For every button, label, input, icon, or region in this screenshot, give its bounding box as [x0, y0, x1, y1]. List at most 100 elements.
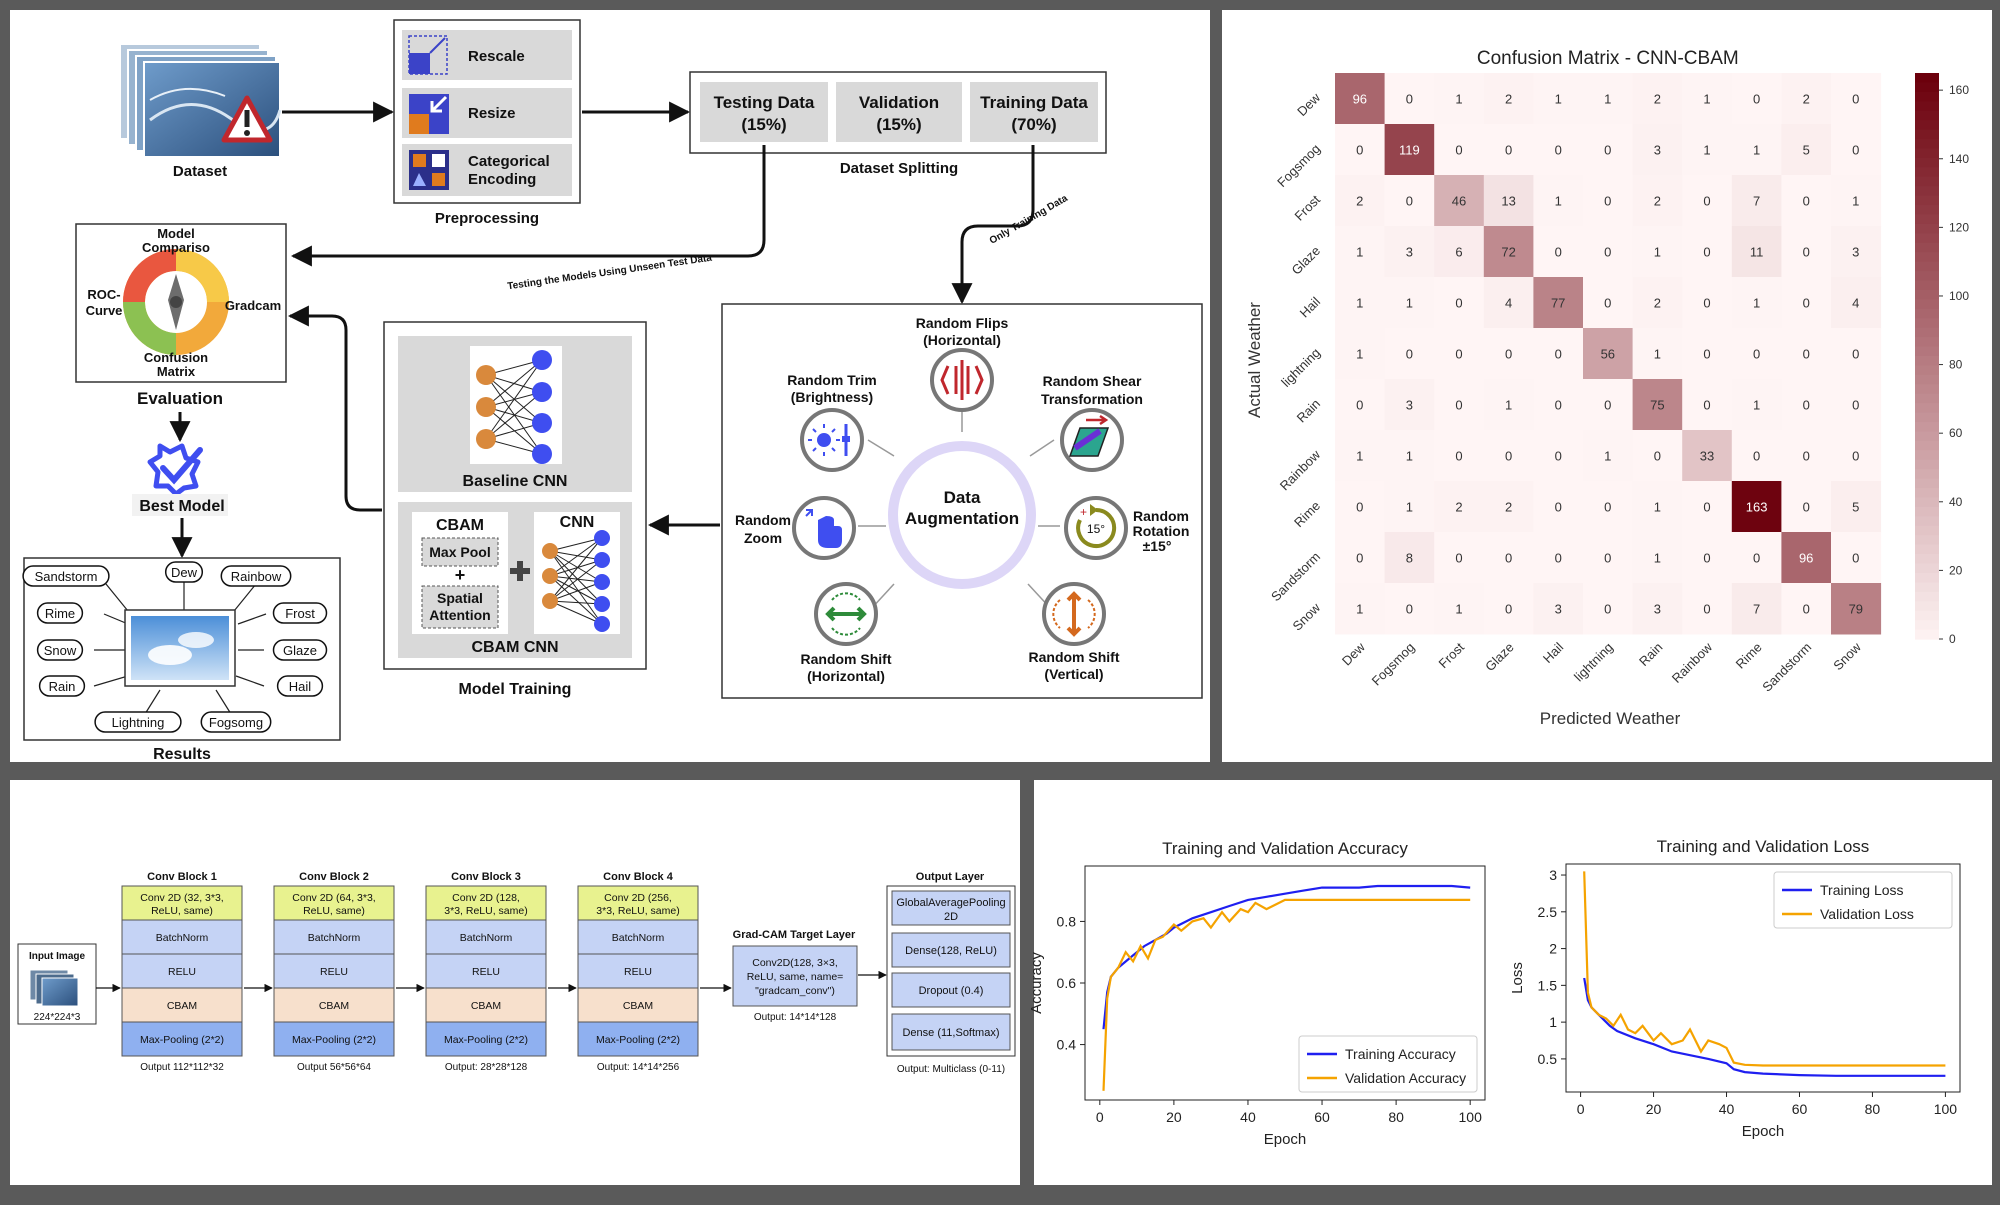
maxpool-label: Max-Pooling (2*2) [140, 1034, 224, 1046]
cm-cell-value: 0 [1703, 551, 1710, 566]
cm-title: Confusion Matrix - CNN-CBAM [1477, 48, 1739, 69]
cm-cell [1682, 430, 1733, 482]
y-tick-label: 3 [1549, 867, 1557, 883]
nn-output-node [532, 444, 552, 464]
y-tick-label: 0.6 [1057, 975, 1077, 991]
cm-cell [1682, 583, 1733, 635]
batchnorm-label: BatchNorm [308, 932, 361, 944]
cbam-layer-label: CBAM [167, 1000, 197, 1012]
gradcam-title: Grad-CAM Target Layer [733, 929, 856, 941]
cm-colorbar-step [1915, 591, 1939, 602]
categorical-label: Categorical [468, 153, 550, 170]
eval-roc-2: Curve [86, 303, 123, 318]
cm-cell-value: 0 [1406, 602, 1413, 617]
cm-cell [1335, 277, 1386, 329]
rotation-label-3: ±15° [1143, 538, 1172, 554]
cm-cell [1384, 481, 1435, 533]
spatial-attention-box [421, 585, 499, 629]
augmentation-center-2: Augmentation [905, 509, 1019, 528]
cm-cell-value: 0 [1753, 551, 1760, 566]
result-class-pill [164, 561, 204, 583]
x-tick-label: 40 [1240, 1109, 1256, 1125]
cm-cell [1583, 124, 1634, 176]
cm-colorbar-step [1915, 299, 1939, 310]
cm-cell-value: 0 [1455, 143, 1462, 158]
cm-cell-value: 0 [1604, 602, 1611, 617]
rotation-label-2: Rotation [1133, 523, 1190, 539]
cm-cell-value: 0 [1356, 398, 1363, 413]
relu-label: RELU [320, 966, 348, 978]
result-class-label: Hail [289, 679, 312, 694]
cm-cell-value: 0 [1803, 296, 1810, 311]
conv-layer-label: Conv 2D (32, 3*3, [140, 892, 223, 904]
cm-cell-value: 1 [1654, 347, 1661, 362]
cm-cell-value: 1 [1753, 398, 1760, 413]
cm-cell [1335, 226, 1386, 278]
cm-cell-value: 0 [1803, 347, 1810, 362]
cm-cell [1533, 124, 1584, 176]
cm-cell [1781, 379, 1832, 431]
cm-cell [1583, 532, 1634, 584]
cm-cell-value: 0 [1455, 449, 1462, 464]
split-training-name: Training Data [980, 93, 1088, 112]
cm-cell [1384, 430, 1435, 482]
cm-cell [1632, 124, 1683, 176]
gradcam-line-3: "gradcam_conv") [755, 985, 835, 997]
best-model-box [132, 494, 228, 516]
spatial-label-1: Spatial [437, 590, 483, 606]
cm-colorbar-step [1915, 620, 1939, 631]
conv-block-title: Conv Block 2 [299, 871, 369, 883]
cm-cell [1831, 226, 1882, 278]
cbam-plus: + [455, 565, 466, 585]
result-class-label: Fogsomg [209, 715, 263, 730]
encoding-label: Encoding [468, 171, 536, 188]
cm-cell-value: 1 [1555, 92, 1562, 107]
cm-cell [1434, 430, 1485, 482]
cm-cell-value: 0 [1753, 449, 1760, 464]
result-class-label: Lightning [112, 715, 165, 730]
cm-cell-value: 2 [1356, 194, 1363, 209]
output-layer-title: Output Layer [916, 871, 985, 883]
cm-cell-value: 8 [1406, 551, 1413, 566]
cm-cell-value: 0 [1703, 194, 1710, 209]
conv-block-layer [273, 987, 395, 1023]
cm-cell [1533, 379, 1584, 431]
cm-cell-value: 13 [1501, 194, 1515, 209]
splitting-title: Dataset Splitting [840, 160, 958, 177]
line-chart-title: Training and Validation Loss [1657, 837, 1870, 856]
conv-block-layer [121, 885, 243, 921]
cm-colorbar-step [1915, 82, 1939, 93]
shear-label-1: Random Shear [1043, 373, 1142, 389]
x-tick-label: 60 [1792, 1101, 1808, 1117]
rotation-badge: 15° [1087, 522, 1105, 536]
cm-colorbar-step [1915, 497, 1939, 508]
dataset-label: Dataset [173, 163, 227, 180]
zoom-label-2: Zoom [744, 530, 782, 546]
y-tick-label: 0.8 [1057, 913, 1077, 929]
cm-cell-value: 0 [1356, 500, 1363, 515]
preprocessing-title: Preprocessing [435, 210, 539, 227]
cm-cell [1483, 124, 1534, 176]
cm-cell-value: 0 [1753, 92, 1760, 107]
result-class-label: Glaze [283, 643, 317, 658]
cm-cell-value: 0 [1604, 500, 1611, 515]
cm-cell-value: 1 [1356, 296, 1363, 311]
nn-output-node [532, 350, 552, 370]
conv-layer-label: ReLU, same) [151, 905, 213, 917]
cm-cell-value: 0 [1703, 245, 1710, 260]
cm-cell [1434, 124, 1485, 176]
cm-cell [1583, 226, 1634, 278]
cbam-nn-icon [542, 530, 610, 632]
cm-cell-value: 1 [1505, 398, 1512, 413]
max-pool-label: Max Pool [429, 544, 490, 560]
cm-colorbar-step [1915, 120, 1939, 131]
cm-cell [1632, 226, 1683, 278]
result-class-label: Frost [285, 606, 315, 621]
cm-cell-value: 0 [1406, 347, 1413, 362]
cm-cell [1632, 532, 1683, 584]
dense128-label: Dense(128, ReLU) [905, 945, 997, 957]
arrow-training-to-evaluation [287, 305, 382, 512]
series-line-validation-loss [1583, 871, 1946, 1067]
cm-cell-value: 1 [1406, 500, 1413, 515]
cm-cell [1682, 481, 1733, 533]
